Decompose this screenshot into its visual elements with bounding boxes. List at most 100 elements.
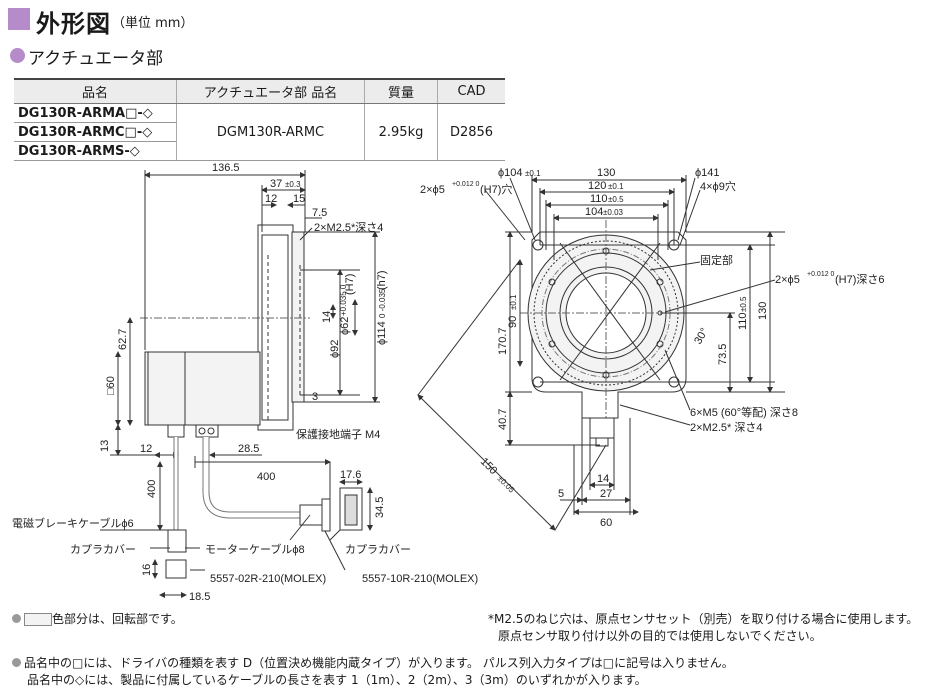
col-header-mass: 質量 [364,78,438,104]
side-view-drawing [110,170,380,458]
model-cell: DG130R-ARMS-◇ [14,141,177,161]
page-title: 外形図 [36,10,111,38]
dim-60-front: 60 [600,517,612,529]
pin-hole-callout-2: 2×ϕ5 [775,274,800,286]
unit-label: （単位 mm） [112,16,194,31]
h7b-label: (h7) [376,270,388,290]
section-title: アクチュエータ部 [28,49,164,69]
connector-label: 5557-02R-210(MOLEX) [210,573,326,585]
phi104-tol: ±0.1 [525,169,541,178]
cable-labels: 400 400 17.6 34.5 16 18.5 電磁ブレーキケーブルϕ6 カ… [12,469,478,603]
table-row: DG130R-ARMC□-◇ [14,122,505,142]
dim-37-tol: ±0.3 [285,180,301,189]
fixed-part-label: 固定部 [700,253,733,267]
dim-15: 15 [293,193,305,205]
dim-12: 12 [265,193,277,205]
coupler-cover-label: カプラカバー [70,543,136,556]
dim-73-5: 73.5 [717,344,729,365]
phi141-label: ϕ141 [695,167,720,179]
m25-callout-front: 2×M2.5* 深さ4 [690,421,762,434]
dim-18-5: 18.5 [189,591,210,603]
dim-37: 37 [270,178,282,190]
rotating-part-note: 色部分は、回転部です。 [12,610,183,627]
table-header-row: 品名 アクチュエータ部 品名 質量 CAD [14,78,505,104]
phi114-label: ϕ114 [376,321,388,345]
pin-hole-tol: +0.012 0 [452,181,480,188]
model-code-note: 品名中の□には、ドライバの種類を表す D（位置決め機能内蔵タイプ）が入ります。 … [12,654,734,671]
dim-120-tol: ±0.1 [608,182,624,191]
table-row: DG130R-ARMS-◇ [14,141,505,161]
model-cell: DG130R-ARMC□-◇ [14,122,177,142]
dim-400b: 400 [146,480,158,498]
corner-holes-callout: 4×ϕ9穴 [700,179,736,193]
col-header-cad: CAD [437,78,505,104]
phi62-label: ϕ62 [339,317,351,335]
dim-110-tol: ±0.5 [608,195,624,204]
pin-depth-2: (H7)深さ6 [835,273,885,286]
pin-hole-h7: (H7)穴 [480,182,512,196]
phi92-label: ϕ92 [329,340,341,358]
coupler-cover-label: カプラカバー [345,543,411,556]
dim-14-front: 14 [597,473,609,485]
brake-cable-label: 電磁ブレーキケーブルϕ6 [12,516,134,530]
dim-130: 130 [597,167,615,179]
dim-110v-tol: ±0.5 [739,296,748,312]
cable-length-note: 品名中の◇には、製品に付属しているケーブルの長さを表す 1（1m）、2（2m）、… [27,673,647,687]
dim-28-5: 28.5 [238,443,259,455]
front-view-labels: ϕ104 ±0.1 130 ϕ141 2×ϕ5 +0.012 0 (H7)穴 4… [420,167,885,529]
dim-110v: 110 [737,312,749,330]
m25-note: *M2.5のねじ穴は、原点センサセット（別売）を取り付ける場合に使用します。 [488,612,919,626]
dim-170-7: 170.7 [497,327,509,355]
dim-12b: 12 [140,443,152,455]
model-cell: DG130R-ARMA□-◇ [14,103,177,123]
dim-27: 27 [600,488,612,500]
dim-40-7: 40.7 [497,409,509,430]
table-row: DG130R-ARMA□-◇ DGM130R-ARMC 2.95kg D2856 [14,103,505,161]
col-header-model: 品名 [14,78,177,104]
dim-7-5: 7.5 [312,207,327,219]
motor-cable-label: モーターケーブルϕ8 [205,542,305,556]
dim-90: 90 [507,316,519,328]
connector-label: 5557-10R-210(MOLEX) [362,573,478,585]
phi104-label: ϕ104 [498,167,523,179]
cad-cell: D2856 [437,103,505,161]
angle-30: 30° [692,326,711,346]
rotating-part-text: 色部分は、回転部です。 [52,612,183,626]
dim-120: 120 [588,180,606,192]
pin-hole-callout: 2×ϕ5 [420,184,445,196]
dim-62-7: 62.7 [117,329,129,350]
note-bullet [12,614,21,623]
dim-5: 5 [558,488,564,500]
cable-drawing [100,437,373,598]
m25-callout: 2×M2.5*深さ4 [314,221,383,234]
pin-hole-tol-2: +0.012 0 [807,271,835,278]
dim-90-tol: ±0.1 [509,294,518,310]
dim-34-5: 34.5 [374,497,386,518]
dim-104-tol: ±0.03 [603,208,624,217]
dim-60: □60 [105,376,117,395]
front-view-drawing [417,175,785,531]
phi62-tol: +0.035 0 [339,284,348,316]
side-view-labels: 136.5 37 ±0.3 12 15 7.5 2×M2.5*深さ4 (H7) … [99,162,388,455]
dim-13: 13 [99,440,111,452]
section-marker [10,48,25,63]
m5-callout: 6×M5 (60°等配) 深さ8 [690,405,798,419]
dim-130v: 130 [757,302,769,320]
model-code-note-text: 品名中の□には、ドライバの種類を表す D（位置決め機能内蔵タイプ）が入ります。 … [24,656,734,670]
note-bullet [12,658,21,667]
dim-400a: 400 [257,471,275,483]
dim-3: 3 [312,391,318,403]
actuator-cell: DGM130R-ARMC [176,103,365,161]
dim-150-tol: ±0.05 [496,474,517,495]
ground-terminal-label: 保護接地端子 M4 [296,427,380,441]
h7-label: (H7) [344,274,356,295]
dim-110: 110 [590,193,608,205]
col-header-actuator: アクチュエータ部 品名 [176,78,365,104]
mass-cell: 2.95kg [364,103,438,161]
dim-17-6: 17.6 [340,469,361,481]
rotor-color-swatch [24,613,52,626]
dim-136: 136.5 [212,162,240,174]
dim-104: 104 [585,206,603,218]
dim-150: 150 [478,456,499,477]
